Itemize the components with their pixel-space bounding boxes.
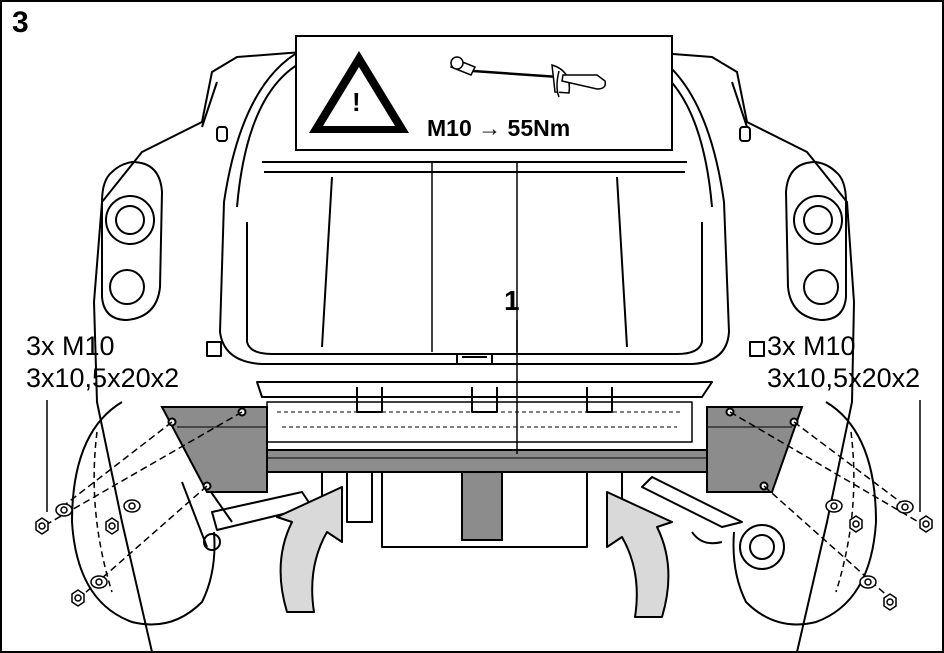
wheel-right xyxy=(732,401,877,626)
step-number: 3 xyxy=(12,6,29,39)
torque-spec-text: M10 → 55Nm xyxy=(427,115,571,141)
torque-wrench-icon xyxy=(449,56,607,98)
wheel-left xyxy=(71,401,216,626)
washer-spec-left: 3x10,5x20x2 xyxy=(26,363,180,393)
bracket-right xyxy=(706,406,804,493)
insert-arrow-left-icon xyxy=(276,486,343,613)
bracket-left xyxy=(160,406,268,493)
torque-notice: ! M10 → 55Nm xyxy=(295,35,673,151)
warning-exclamation: ! xyxy=(352,87,361,117)
insert-arrow-right-icon xyxy=(606,491,673,618)
washer-spec-right: 3x10,5x20x2 xyxy=(767,363,921,393)
tail-light-right xyxy=(785,161,847,321)
tail-light-left xyxy=(101,161,163,321)
hardware-right-icons xyxy=(825,499,933,611)
hardware-left-icons xyxy=(35,499,141,607)
bolt-spec-left: 3x M10 xyxy=(26,331,115,361)
hardware-spec-left: 3x M10 3x10,5x20x2 xyxy=(26,330,179,394)
part-callout-1: 1 xyxy=(504,285,520,316)
hardware-spec-right: 3x M10 3x10,5x20x2 xyxy=(767,330,920,394)
notice-graphics xyxy=(309,51,607,133)
rear-panel xyxy=(256,381,713,398)
vehicle-body-outline xyxy=(93,51,855,651)
bolt-spec-right: 3x M10 xyxy=(767,331,856,361)
